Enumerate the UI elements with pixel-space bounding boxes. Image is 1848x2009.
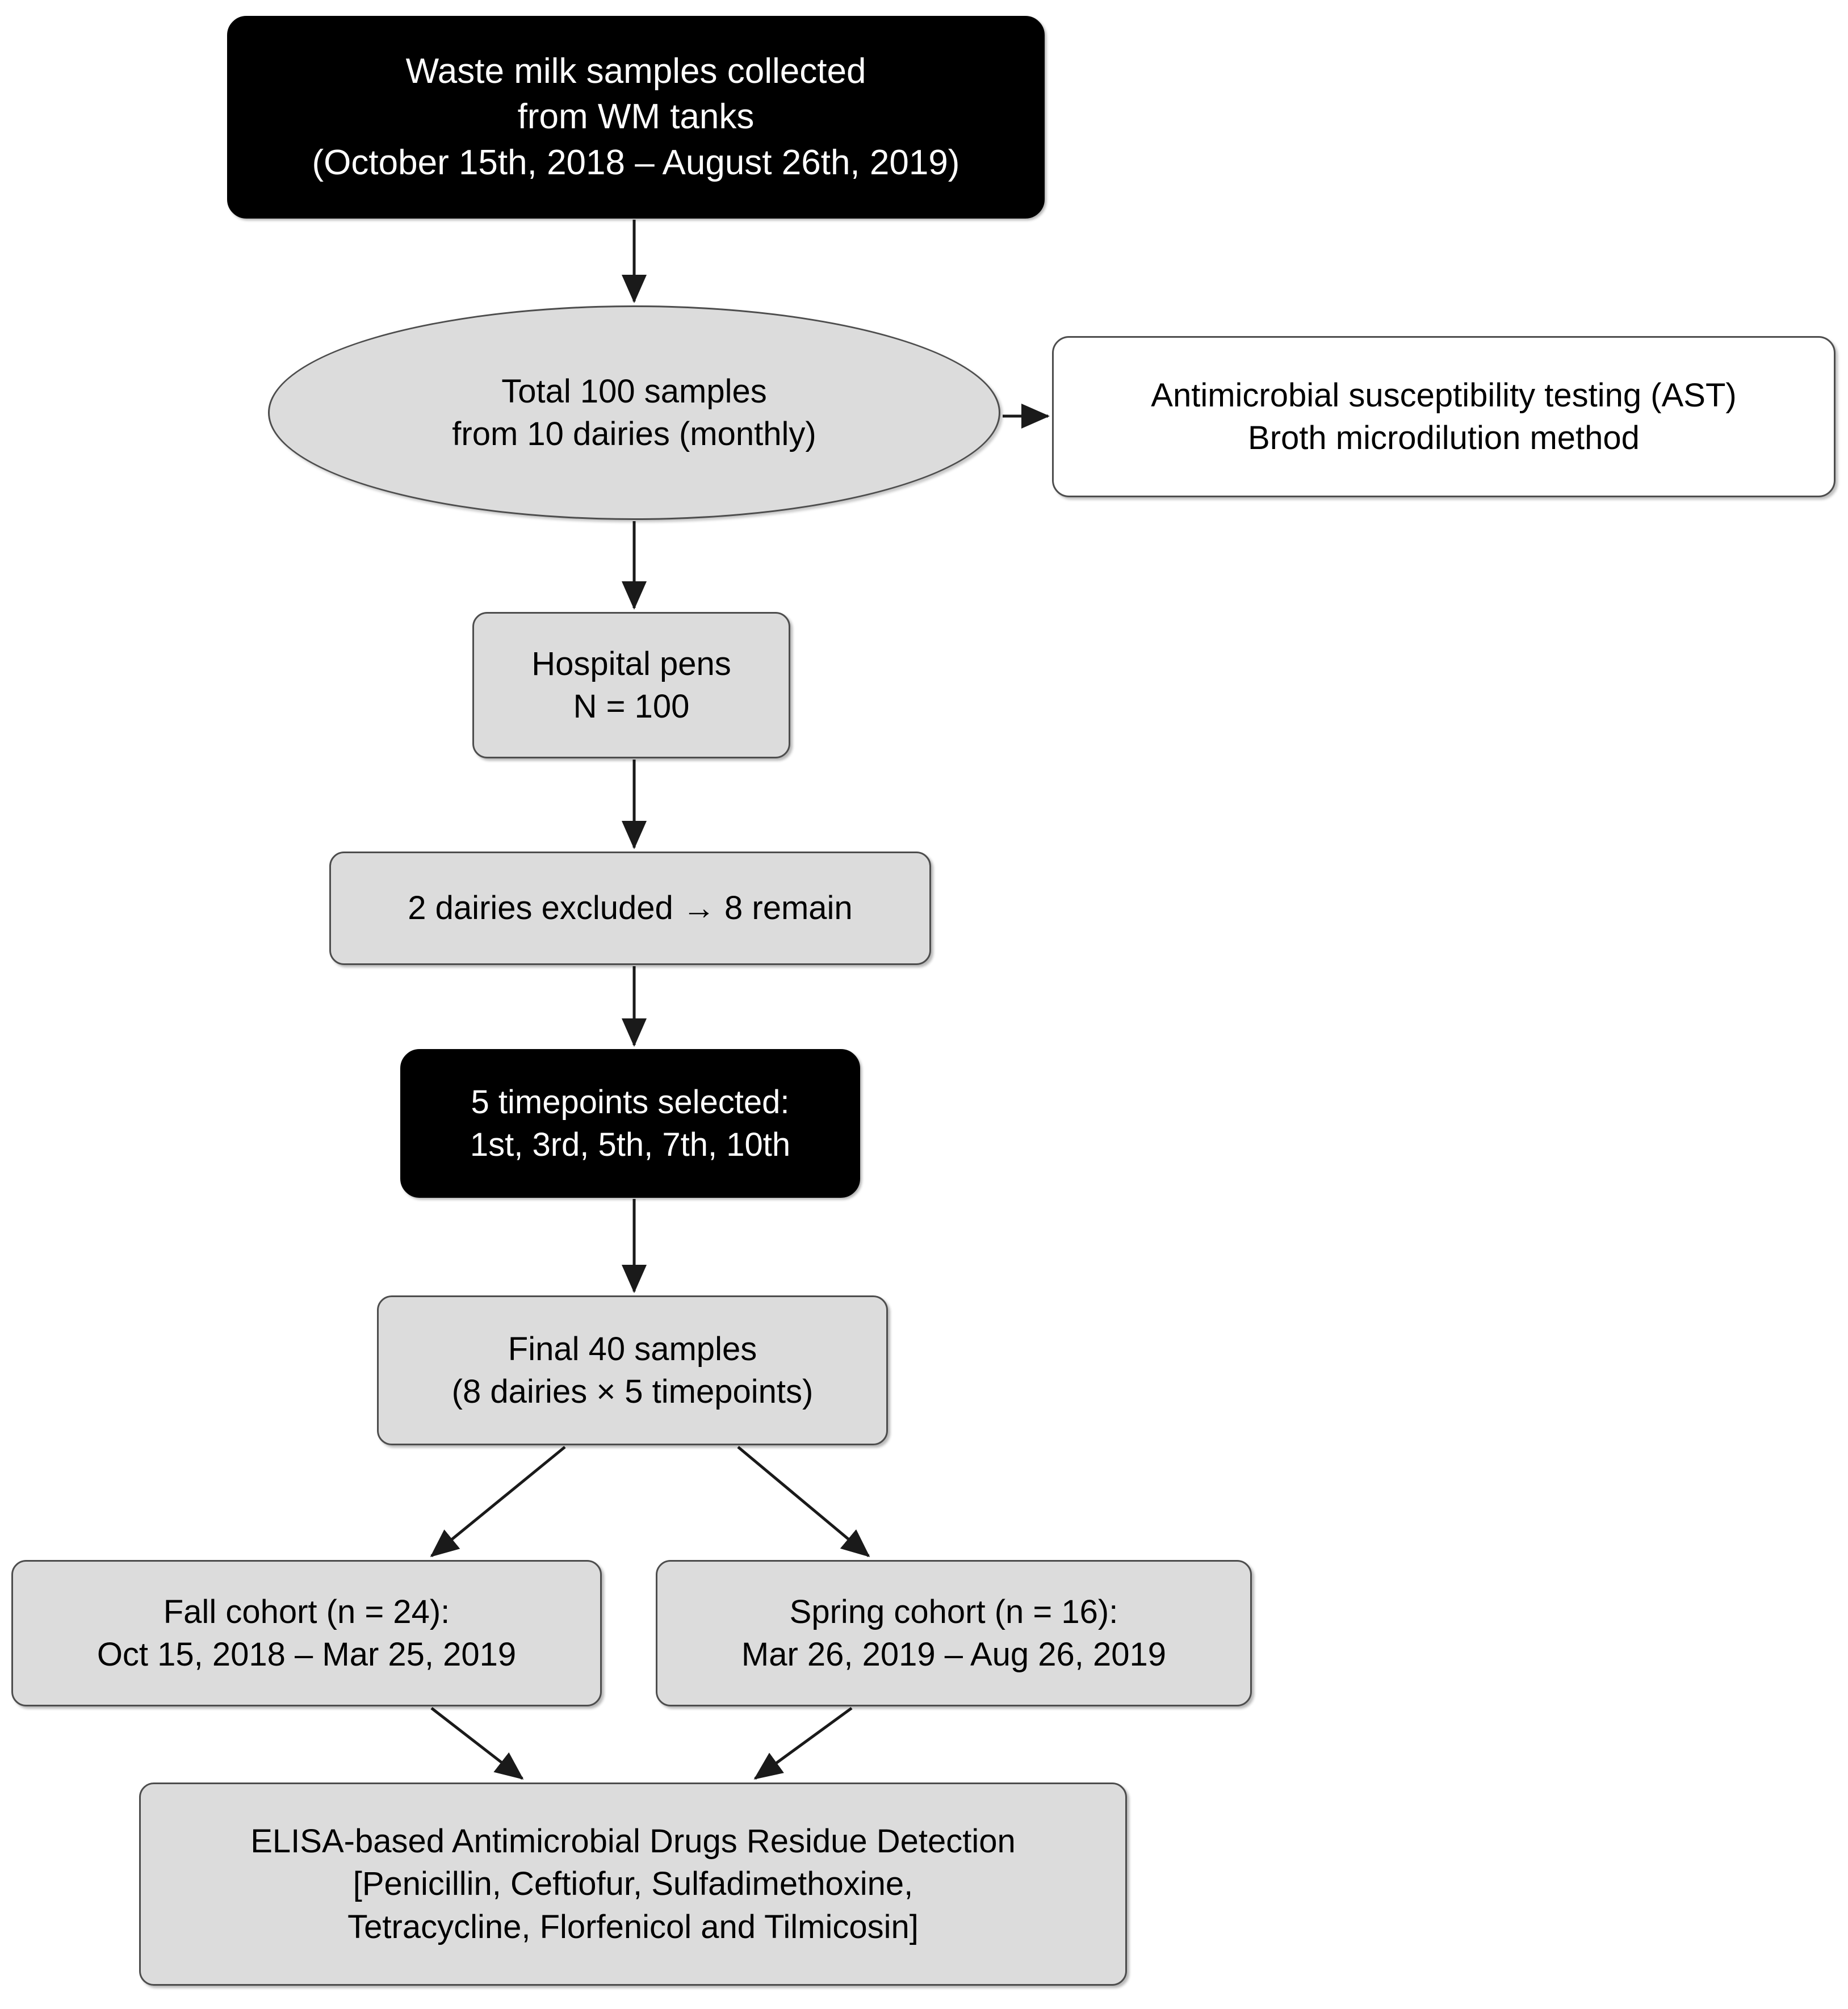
edge-final-to-fall	[430, 1446, 566, 1557]
node-elisa-residue-detection-label: ELISA-based Antimicrobial Drugs Residue …	[250, 1822, 1016, 1945]
node-total-samples-label: Total 100 samples from 10 dairies (month…	[452, 372, 816, 452]
node-hospital-pens-label: Hospital pens N = 100	[531, 645, 731, 725]
node-final-samples-label: Final 40 samples (8 dairies × 5 timepoin…	[451, 1330, 814, 1410]
edge-final-to-spring	[737, 1446, 870, 1557]
node-fall-cohort-label: Fall cohort (n = 24): Oct 15, 2018 – Mar…	[97, 1593, 517, 1673]
node-sample-collection: Waste milk samples collected from WM tan…	[227, 16, 1045, 219]
node-timepoints-selected: 5 timepoints selected: 1st, 3rd, 5th, 7t…	[400, 1049, 860, 1198]
node-dairies-excluded: 2 dairies excluded → 8 remain	[329, 852, 931, 965]
edge-fall-to-elisa	[430, 1707, 524, 1780]
node-antimicrobial-susceptibility-testing-label: Antimicrobial susceptibility testing (AS…	[1151, 376, 1737, 456]
node-final-samples: Final 40 samples (8 dairies × 5 timepoin…	[377, 1295, 888, 1445]
node-fall-cohort: Fall cohort (n = 24): Oct 15, 2018 – Mar…	[11, 1560, 602, 1706]
node-dairies-excluded-label: 2 dairies excluded → 8 remain	[408, 890, 853, 927]
node-spring-cohort: Spring cohort (n = 16): Mar 26, 2019 – A…	[656, 1560, 1252, 1706]
node-timepoints-selected-label: 5 timepoints selected: 1st, 3rd, 5th, 7t…	[470, 1083, 791, 1163]
node-spring-cohort-label: Spring cohort (n = 16): Mar 26, 2019 – A…	[741, 1593, 1167, 1673]
node-elisa-residue-detection: ELISA-based Antimicrobial Drugs Residue …	[139, 1782, 1127, 1986]
edge-spring-to-elisa	[753, 1706, 853, 1780]
node-antimicrobial-susceptibility-testing: Antimicrobial susceptibility testing (AS…	[1052, 336, 1836, 497]
node-hospital-pens: Hospital pens N = 100	[472, 612, 790, 758]
node-sample-collection-label: Waste milk samples collected from WM tan…	[312, 51, 960, 182]
node-total-samples: Total 100 samples from 10 dairies (month…	[268, 305, 1000, 520]
